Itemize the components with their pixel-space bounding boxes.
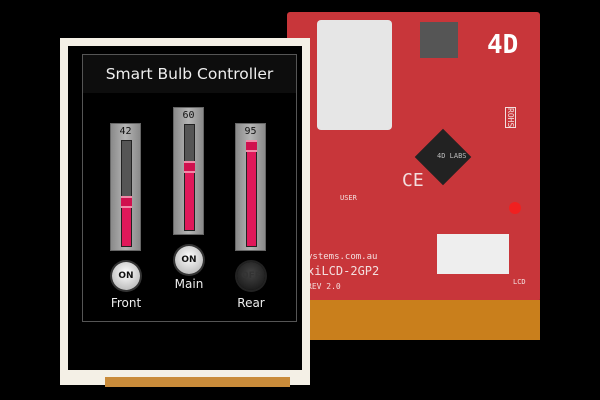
front-label: Front — [110, 296, 142, 310]
rear-label: Rear — [237, 296, 265, 310]
user-label: USER — [340, 194, 357, 202]
slider-value: 42 — [119, 126, 132, 137]
display-screen: Smart Bulb Controller 42 60 95 ON ON OFF… — [68, 46, 302, 370]
pcb-board: 4D ROHS CE 4D LABS USER LCD ystems.com.a… — [287, 12, 540, 302]
slider-value: 95 — [244, 126, 257, 137]
slider-thumb[interactable] — [184, 161, 195, 173]
slider-fill — [122, 201, 131, 246]
slider-main[interactable]: 60 — [173, 107, 204, 235]
flex-cable — [310, 300, 540, 340]
ce-mark: CE — [402, 170, 424, 191]
display-flex-strip — [105, 377, 290, 387]
slider-value: 60 — [182, 110, 195, 121]
front-toggle-button[interactable]: ON — [112, 262, 140, 290]
brand-logo: 4D — [487, 30, 519, 60]
app-title: Smart Bulb Controller — [83, 55, 296, 93]
chip-u3 — [420, 22, 458, 58]
slider-fill — [247, 146, 256, 246]
main-label: Main — [174, 277, 204, 291]
main-toggle-button[interactable]: ON — [175, 246, 203, 274]
lcd-label: LCD — [513, 278, 526, 286]
slider-fill — [185, 167, 194, 230]
chip-label: 4D LABS — [437, 152, 467, 160]
revision-text: REV 2.0 — [307, 282, 341, 291]
website-text: ystems.com.au — [307, 252, 378, 262]
sd-card-slot — [317, 20, 392, 130]
slider-track — [246, 140, 257, 247]
slider-track — [184, 124, 195, 231]
slider-thumb[interactable] — [121, 195, 132, 208]
model-text: xiLCD-2GP2 — [307, 264, 380, 278]
slider-thumb[interactable] — [246, 140, 257, 153]
slider-front[interactable]: 42 — [110, 123, 141, 251]
rohs-mark: ROHS — [505, 107, 516, 129]
led — [509, 202, 521, 214]
controller-panel: Smart Bulb Controller 42 60 95 ON ON OFF… — [82, 54, 297, 322]
slider-rear[interactable]: 95 — [235, 123, 266, 251]
lcd-connector — [437, 234, 509, 274]
slider-track — [121, 140, 132, 247]
rear-toggle-button[interactable]: OFF — [237, 262, 265, 290]
